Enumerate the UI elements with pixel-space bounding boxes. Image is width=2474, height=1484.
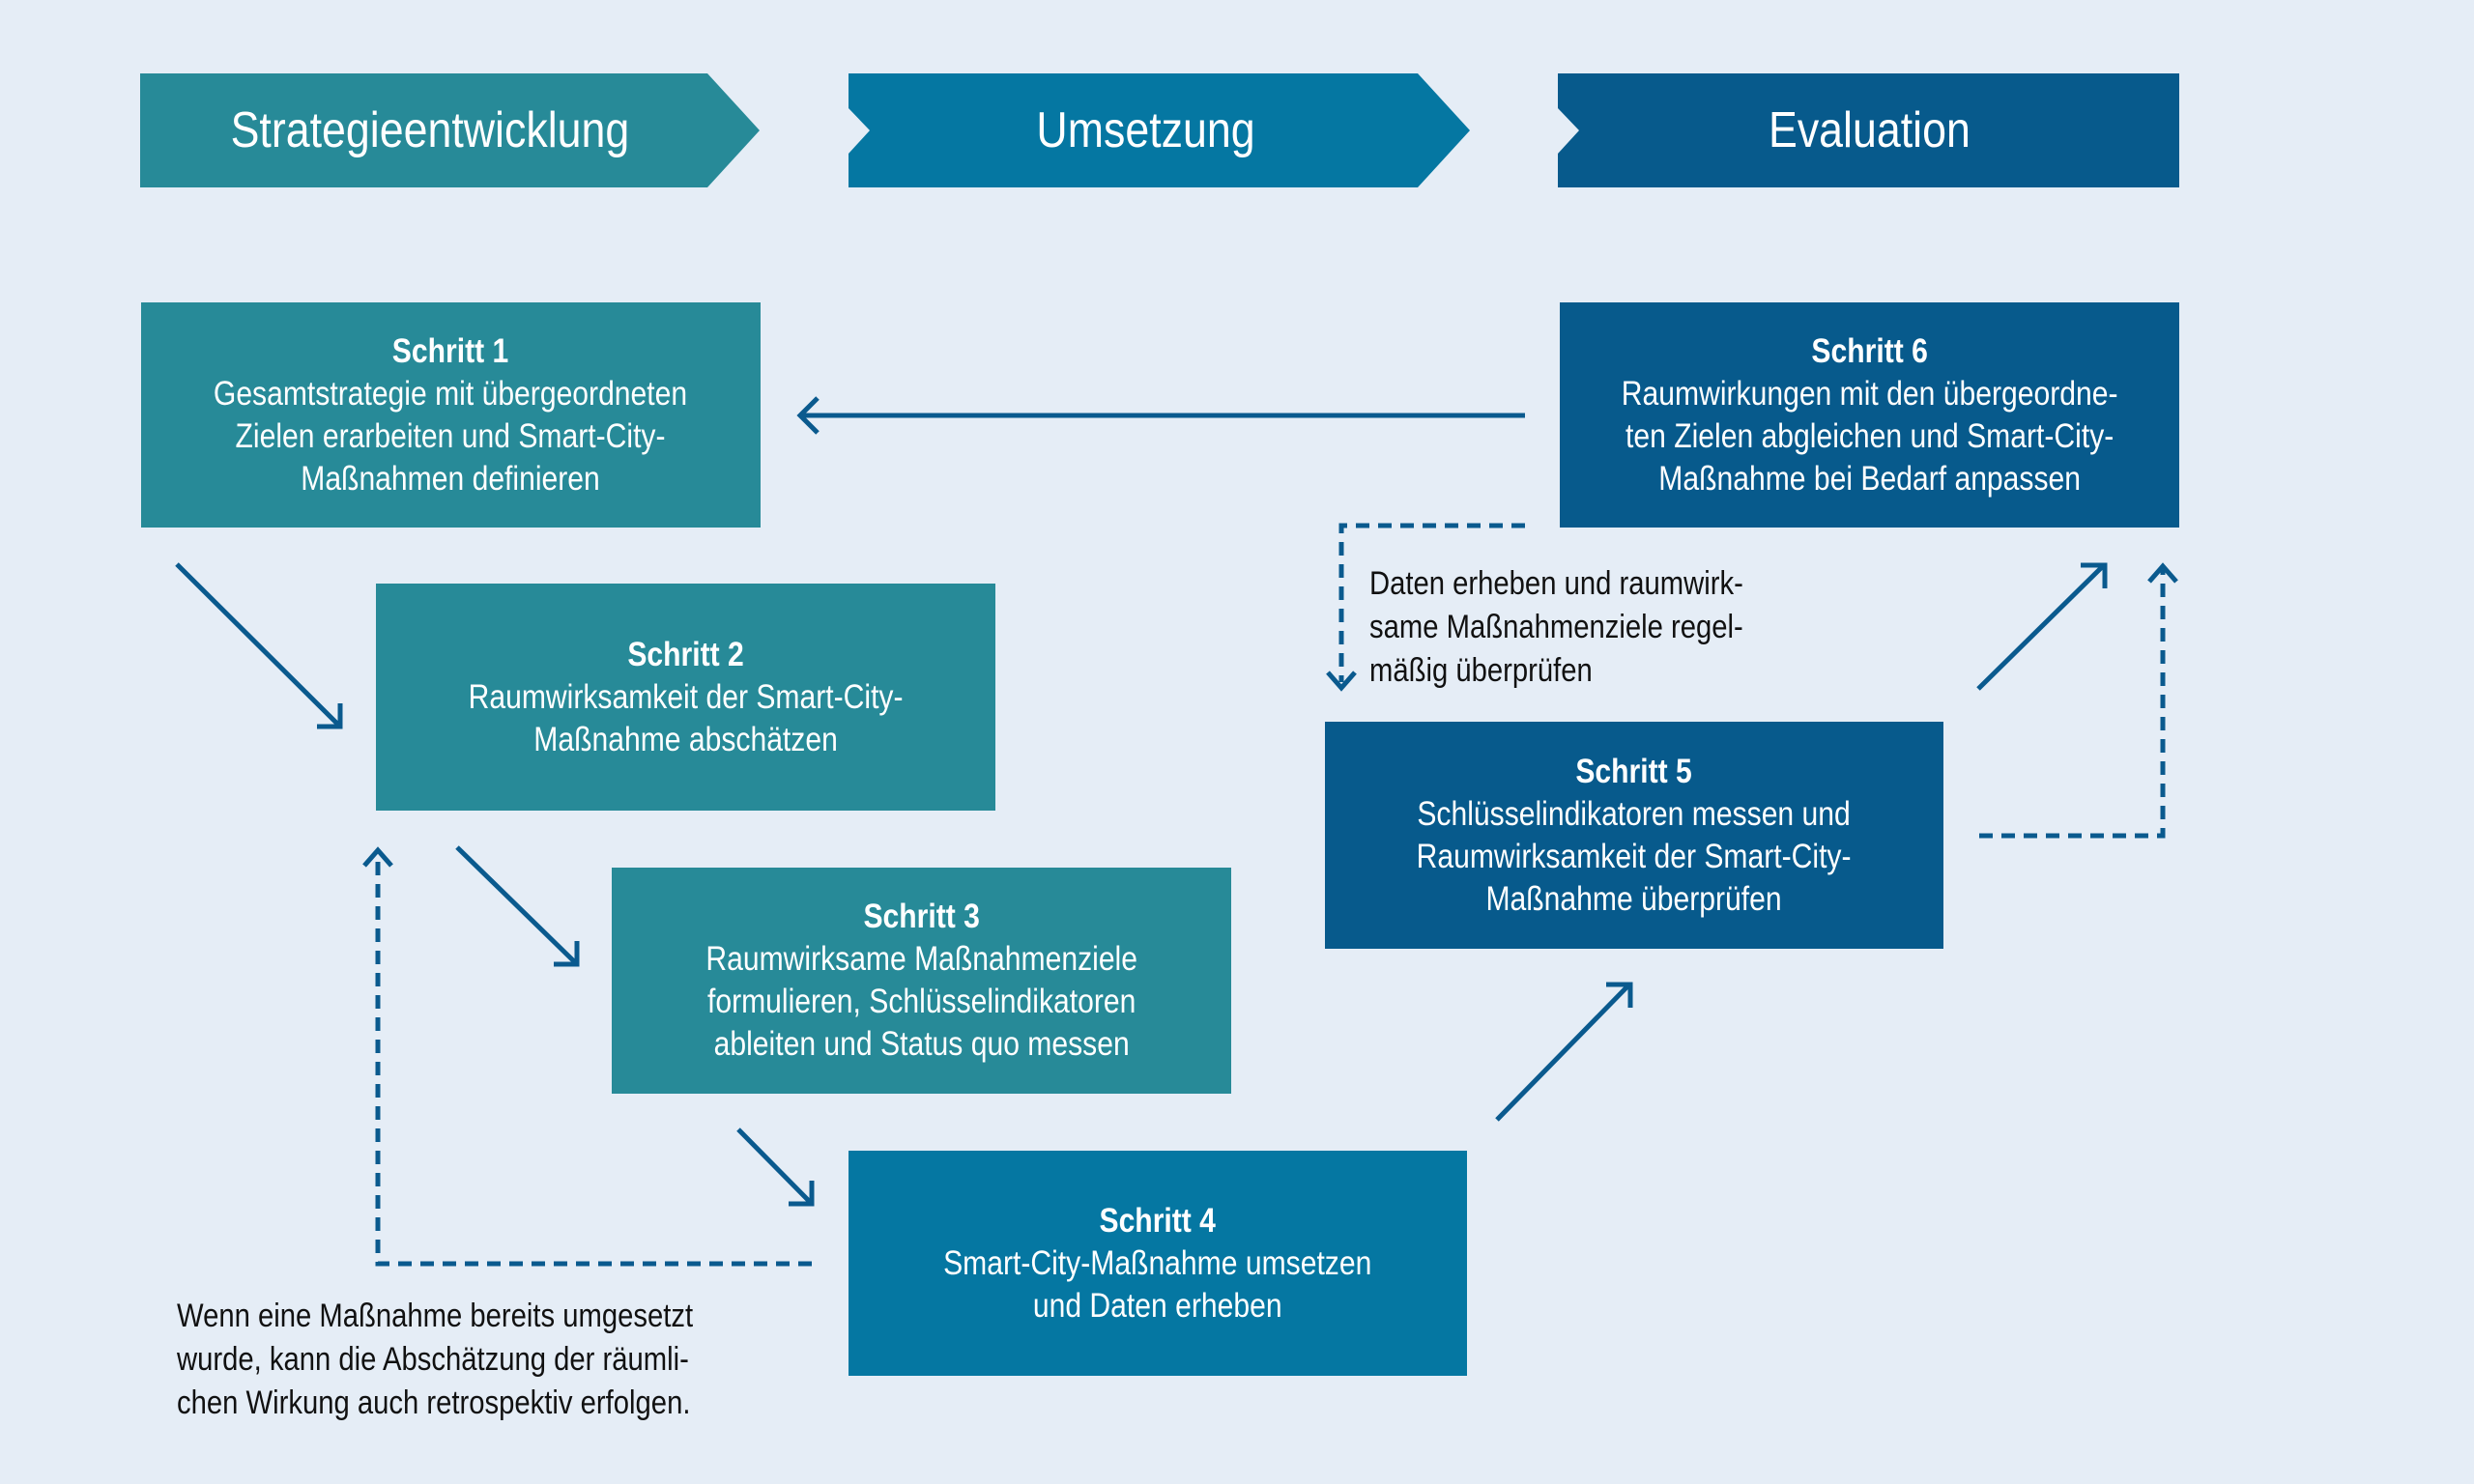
step-text: Maßnahme überprüfen bbox=[1485, 879, 1783, 918]
step-text: Smart-City-Maßnahme umsetzen bbox=[943, 1243, 1372, 1282]
phase-label-strategy: Strategieentwicklung bbox=[140, 73, 720, 187]
phase-label-evaluation: Evaluation bbox=[1579, 73, 2159, 187]
step-box-5: Schritt 5 Schlüsselindikatoren messen un… bbox=[1325, 722, 1943, 949]
step-text: Maßnahmen definieren bbox=[301, 459, 601, 498]
note-retrospective: Wenn eine Maßnahme bereits umgesetzt wur… bbox=[177, 1295, 777, 1425]
step-text: ten Zielen abgleichen und Smart-City- bbox=[1625, 416, 2114, 455]
arrow-step6-to-step1 bbox=[796, 396, 1525, 435]
phase-label-evaluation-text: Evaluation bbox=[1768, 102, 1971, 158]
note-data-loop: Daten erheben und raumwirk- same Maßnahm… bbox=[1369, 562, 1804, 693]
step-text: Maßnahme abschätzen bbox=[533, 720, 838, 758]
arrow-step5-to-step6 bbox=[1976, 562, 2108, 691]
step-title: Schritt 6 bbox=[1811, 331, 1928, 370]
phase-chevron-evaluation bbox=[1558, 73, 2179, 187]
step-text: Maßnahme bei Bedarf anpassen bbox=[1658, 459, 2081, 498]
phase-label-strategy-text: Strategieentwicklung bbox=[230, 102, 630, 158]
step-text: ableiten und Status quo messen bbox=[713, 1025, 1130, 1063]
step-box-6: Schritt 6 Raumwirkungen mit den übergeor… bbox=[1560, 302, 2179, 528]
dashed-arrow-data-loop bbox=[1338, 523, 1525, 682]
dashed-arrow-step5-to-step6 bbox=[1979, 570, 2166, 839]
step-text: Raumwirkungen mit den übergeordne- bbox=[1621, 374, 2118, 413]
step-title: Schritt 4 bbox=[1099, 1201, 1217, 1240]
note-line: Wenn eine Maßnahme bereits umgesetzt bbox=[177, 1298, 694, 1334]
step-title: Schritt 3 bbox=[863, 898, 980, 935]
step-title: Schritt 5 bbox=[1575, 752, 1693, 790]
step-text: formulieren, Schlüsselindikatoren bbox=[706, 983, 1136, 1020]
note-line: wurde, kann die Abschätzung der räumli- bbox=[177, 1341, 689, 1378]
step-box-4: Schritt 4 Smart-City-Maßnahme umsetzen u… bbox=[849, 1151, 1467, 1376]
step-text: und Daten erheben bbox=[1033, 1286, 1282, 1325]
dashed-arrowhead-down bbox=[1326, 671, 1357, 692]
arrow-step1-to-step2 bbox=[175, 562, 343, 729]
step-text: Schlüsselindikatoren messen und bbox=[1417, 794, 1852, 833]
step-box-1: Schritt 1 Gesamtstrategie mit übergeordn… bbox=[141, 302, 761, 528]
phase-chevron-implementation bbox=[849, 73, 1470, 187]
note-line: same Maßnahmenziele regel- bbox=[1369, 609, 1743, 645]
dashed-arrowhead-up-right bbox=[2147, 562, 2178, 584]
step-box-2: Schritt 2 Raumwirksamkeit der Smart-City… bbox=[376, 584, 995, 811]
dashed-arrowhead-up-left bbox=[362, 846, 393, 868]
step-text: Gesamtstrategie mit übergeordneten bbox=[214, 374, 688, 413]
step-box-3: Schritt 3 Raumwirksame Maßnahmenziele fo… bbox=[612, 868, 1231, 1094]
arrow-step3-to-step4 bbox=[736, 1127, 815, 1207]
step-text: Raumwirksamkeit der Smart-City- bbox=[1417, 837, 1852, 875]
phase-label-implementation: Umsetzung bbox=[870, 73, 1421, 187]
arrow-step4-to-step5 bbox=[1495, 982, 1633, 1122]
step-title: Schritt 2 bbox=[627, 635, 744, 673]
dashed-arrow-retrospective bbox=[375, 854, 812, 1267]
note-line: mäßig überprüfen bbox=[1369, 652, 1593, 689]
step-title: Schritt 1 bbox=[392, 331, 509, 370]
step-text: Zielen erarbeiten und Smart-City- bbox=[235, 416, 666, 455]
arrow-step2-to-step3 bbox=[455, 845, 580, 967]
note-line: chen Wirkung auch retrospektiv erfolgen. bbox=[177, 1384, 691, 1421]
step-text: Raumwirksame Maßnahmenziele bbox=[705, 940, 1137, 978]
note-line: Daten erheben und raumwirk- bbox=[1369, 565, 1743, 602]
phase-chevron-strategy bbox=[140, 73, 760, 187]
step-text: Raumwirksamkeit der Smart-City- bbox=[468, 677, 904, 716]
phase-label-implementation-text: Umsetzung bbox=[1035, 102, 1255, 158]
